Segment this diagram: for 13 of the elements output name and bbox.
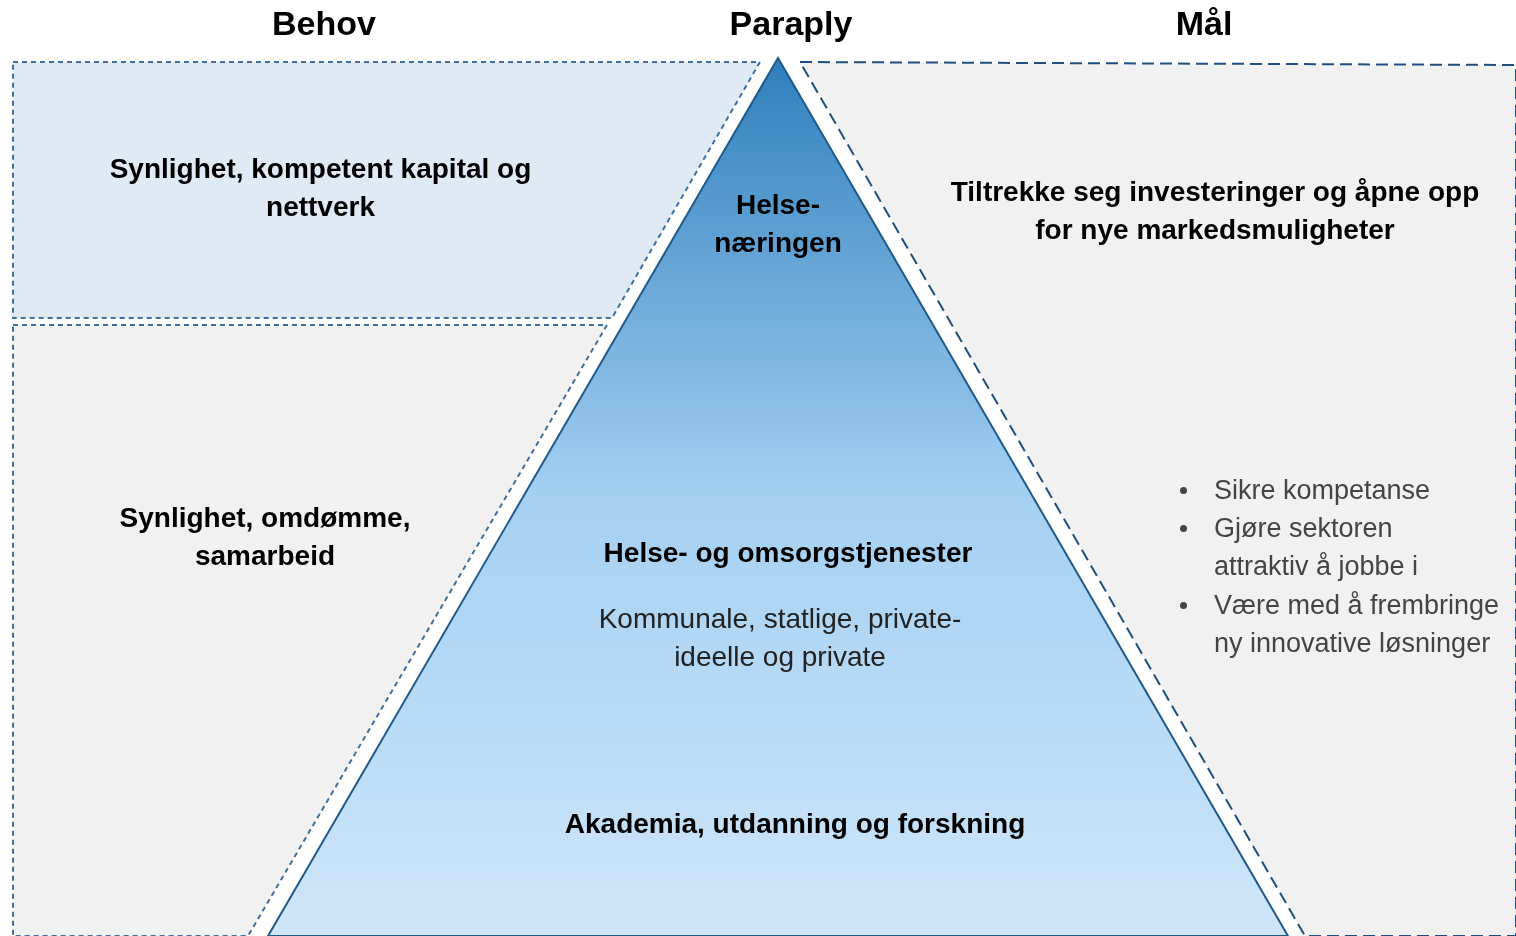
panel-text: Synlighet, omdømme, samarbeid: [118, 501, 412, 573]
pyramid-text: Kommunale, statlige, private-ideelle og private: [597, 602, 963, 674]
bullet-item: Være med å frembringe ny innovative løsninger: [1178, 586, 1508, 662]
panel-text: Synlighet, kompetent kapital og nettverk: [108, 152, 533, 224]
pyramid-text: Akademia, utdanning og forskning: [563, 807, 1027, 841]
column-heading: Paraply: [729, 4, 853, 43]
bullet-item: Sikre kompetanse: [1178, 471, 1508, 509]
pyramid-text: Helse- næringen: [713, 188, 843, 260]
column-heading: Behov: [272, 4, 376, 43]
bullet-item: Gjøre sektoren attraktiv å jobbe i: [1178, 509, 1478, 585]
pyramid-text: Helse- og omsorgstjenester: [602, 536, 974, 570]
panel-heading: Tiltrekke seg investeringer og åpne opp for nye markedsmuligheter: [949, 175, 1481, 247]
column-heading: Mål: [1175, 4, 1233, 43]
